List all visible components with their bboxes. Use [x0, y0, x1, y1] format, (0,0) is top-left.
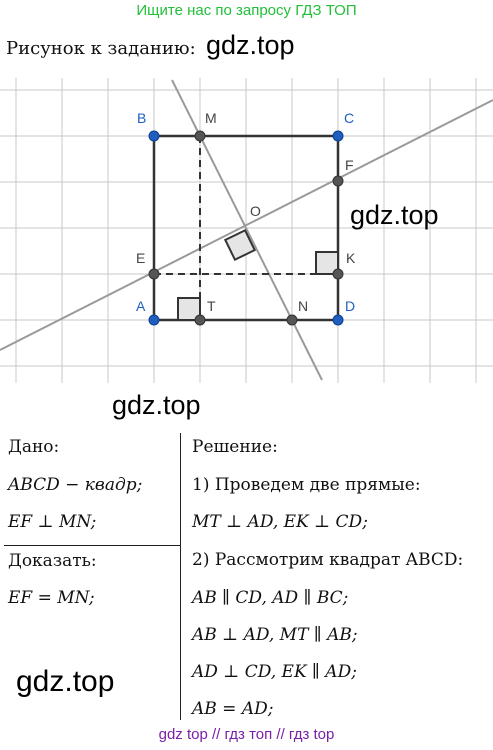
point-labels: B M C F O E K A T N D — [136, 110, 356, 314]
label-a: A — [136, 298, 146, 314]
point-a — [148, 314, 160, 326]
line-ef — [0, 99, 493, 351]
label-f: F — [345, 157, 354, 173]
watermark: gdz.top — [206, 30, 295, 60]
point-f — [332, 175, 344, 187]
point-k — [332, 268, 344, 280]
given-line: ABCD − квадр; — [8, 475, 143, 495]
right-angle-k — [315, 251, 339, 275]
point-d — [332, 314, 344, 326]
solution-equation: AB ⊥ AD, MT ∥ AB; — [192, 625, 358, 645]
right-angle-t — [177, 297, 201, 321]
label-m: M — [205, 110, 217, 126]
points — [148, 130, 344, 326]
solution-step: 2) Рассмотрим квадрат ABCD: — [192, 550, 464, 570]
point-c — [332, 130, 344, 142]
solution-equation: MT ⊥ AD, EK ⊥ CD; — [192, 512, 368, 532]
label-n: N — [298, 298, 308, 314]
label-d: D — [345, 298, 355, 314]
search-banner: Ищите нас по запросу ГДЗ ТОП — [136, 2, 357, 19]
footer-link[interactable]: gdz top // гдз топ // гдз top — [158, 726, 335, 743]
watermark: gdz.top — [112, 390, 201, 420]
point-n — [286, 314, 298, 326]
point-e — [148, 268, 160, 280]
given-divider — [4, 545, 180, 546]
prove-line: EF = MN; — [8, 588, 95, 608]
label-o: O — [250, 203, 261, 219]
label-c: C — [344, 110, 354, 126]
label-e: E — [136, 250, 145, 266]
watermark: gdz.top — [350, 200, 439, 230]
watermark: gdz.top — [16, 665, 115, 698]
solution-step: 1) Проведем две прямые: — [192, 475, 421, 495]
solution-title: Решение: — [192, 437, 278, 457]
prove-title: Доказать: — [8, 551, 97, 571]
square-abcd — [152, 134, 340, 322]
label-k: K — [346, 250, 356, 266]
point-t — [194, 314, 206, 326]
solution-equation: AB ∥ CD, AD ∥ BC; — [192, 588, 349, 608]
figure-caption: Рисунок к заданию: — [6, 38, 196, 59]
solution-equation: AD ⊥ CD, EK ∥ AD; — [192, 662, 357, 682]
solution-equation: AB = AD; — [192, 699, 274, 719]
right-angle-o — [223, 228, 257, 262]
point-b — [148, 130, 160, 142]
label-b: B — [137, 110, 146, 126]
point-m — [194, 130, 206, 142]
label-t: T — [207, 298, 216, 314]
column-divider — [180, 433, 181, 720]
geometry-figure: B M C F O E K A T N D — [0, 78, 493, 383]
given-title: Дано: — [8, 437, 60, 457]
line-mn — [171, 79, 323, 381]
given-line: EF ⊥ MN; — [8, 512, 97, 532]
